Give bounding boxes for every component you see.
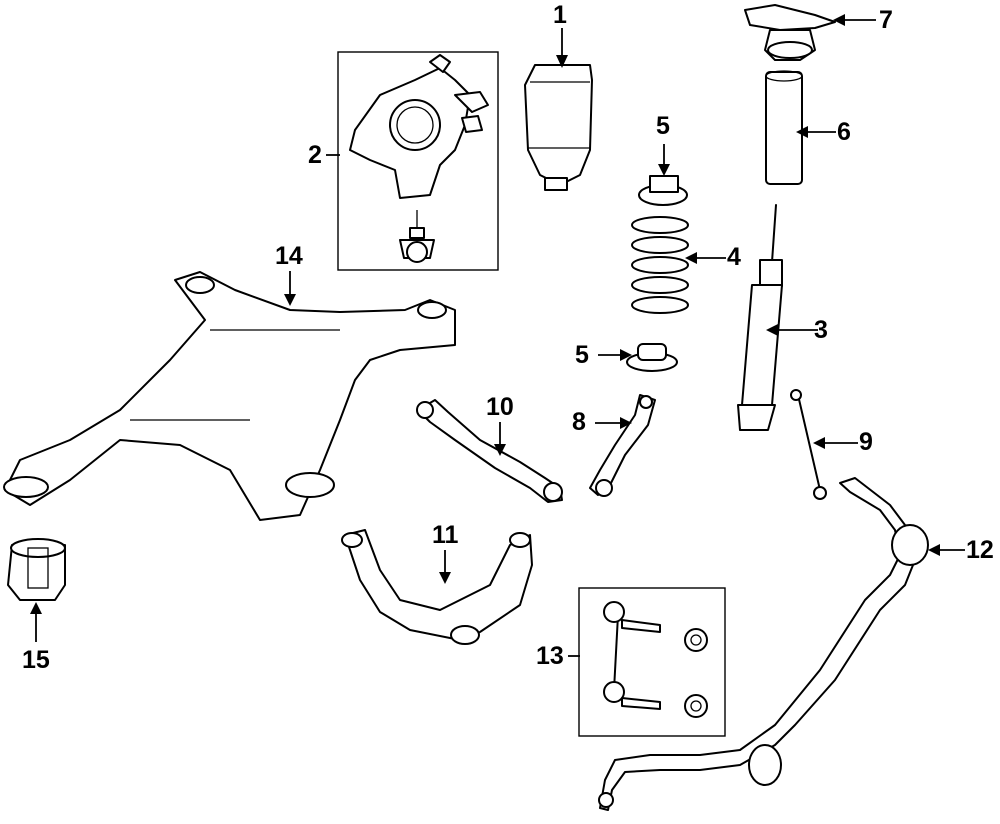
upper-arm-part	[416, 399, 563, 503]
callout-10: 10	[486, 393, 514, 421]
callout-11: 11	[432, 521, 459, 549]
knuckle-group-box	[337, 51, 499, 271]
shock-absorber-part	[737, 204, 783, 431]
lateral-link-part	[589, 394, 656, 497]
callout-1: 1	[553, 1, 567, 29]
callout-14: 14	[275, 242, 303, 270]
stabilizer-bar-part	[598, 477, 929, 811]
callout-2: 2	[308, 141, 322, 169]
link-kit-part	[603, 601, 708, 718]
callout-6: 6	[837, 118, 851, 146]
link-kit-group-box	[578, 587, 726, 737]
dust-boot-part	[765, 70, 803, 185]
leader-lines	[30, 14, 965, 657]
upper-isolator-part	[638, 175, 688, 206]
callout-8: 8	[572, 408, 586, 436]
callout-15: 15	[22, 646, 50, 674]
callout-4: 4	[727, 243, 741, 271]
knuckle-part	[349, 54, 489, 199]
coil-spring-part	[631, 216, 689, 314]
lower-control-arm-part	[341, 529, 533, 645]
upper-mount-part	[744, 4, 836, 61]
ball-joint-part	[399, 210, 435, 263]
callout-7: 7	[879, 6, 893, 34]
crossmember-part	[3, 271, 456, 521]
callout-5-upper: 5	[656, 112, 670, 140]
callout-3: 3	[814, 316, 828, 344]
end-link-part	[790, 389, 827, 500]
callout-9: 9	[859, 428, 873, 456]
callout-13: 13	[536, 642, 564, 670]
air-spring-part	[524, 64, 593, 191]
callout-12: 12	[966, 536, 994, 564]
lower-isolator-part	[626, 343, 678, 372]
callout-5-lower: 5	[575, 341, 589, 369]
bushing-part	[7, 538, 66, 601]
